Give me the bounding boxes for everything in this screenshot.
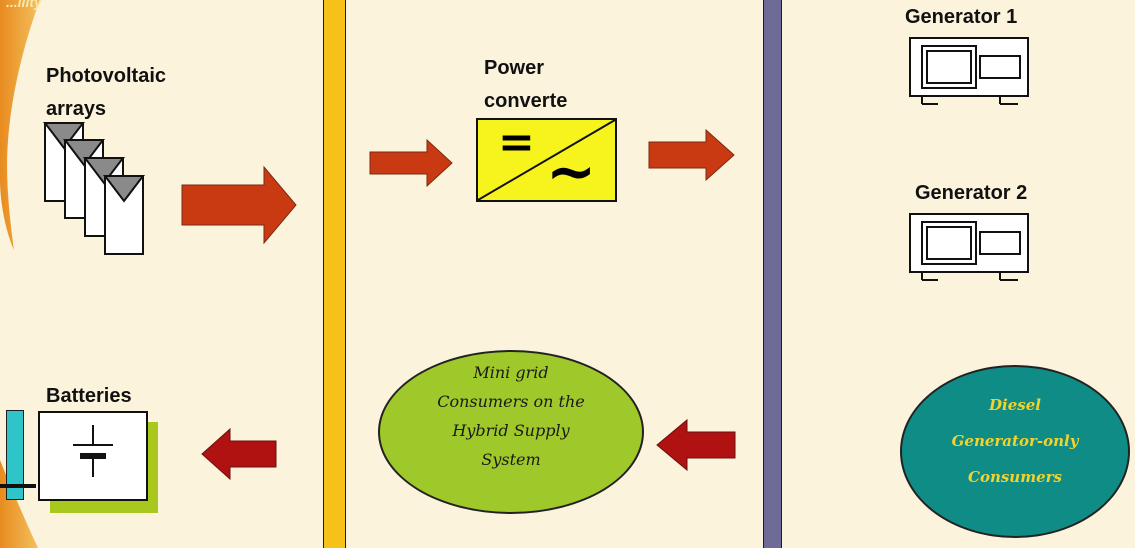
mini-grid-line2: Consumers on the (437, 392, 585, 411)
dc-ac-converter-icon: = ~ (476, 118, 617, 202)
arrow-pv-to-bus (181, 165, 297, 245)
corner-text: ...ility (6, 0, 42, 10)
battery-symbol (73, 425, 113, 477)
converter-label-line1: Power (484, 57, 545, 79)
dc-bus-bar (323, 0, 346, 548)
diesel-consumers-text: Diesel Generator-only Consumers (915, 392, 1115, 490)
diesel-line3: Consumers (968, 468, 1062, 486)
mini-grid-consumers-ellipse (378, 350, 644, 514)
solar-panel-stack-icon (42, 122, 146, 255)
arrow-bus-to-batteries (201, 427, 277, 481)
mini-grid-line1: Mini grid (473, 363, 549, 382)
arrow-converter-to-ac-bus (648, 128, 735, 182)
ac-symbol: ~ (546, 137, 597, 207)
dc-symbol: = (498, 117, 535, 168)
ac-bus-bar (763, 0, 782, 548)
converter-diagonal-line (478, 120, 615, 200)
battery-connector-line (0, 484, 36, 488)
diesel-consumers-ellipse (900, 365, 1130, 538)
battery-bus-stub (6, 410, 24, 500)
generator2-label: Generator 2 (915, 182, 1028, 204)
arrow-bus-to-converter (369, 138, 453, 188)
mini-grid-line3: Hybrid Supply (452, 421, 570, 440)
mini-grid-line4: System (481, 450, 541, 469)
battery-icon (38, 411, 148, 501)
converter-label-line2: converte (484, 90, 568, 112)
pv-label-line2: arrays (46, 98, 107, 120)
batteries-label: Batteries (46, 385, 132, 407)
pv-label-line1: Photovoltaic (46, 65, 167, 87)
background-swirl (0, 0, 40, 548)
generator1-label: Generator 1 (905, 6, 1018, 28)
generator-icon (909, 213, 1029, 281)
diesel-line2: Generator-only (951, 432, 1079, 450)
arrow-ac-bus-to-mini-grid (656, 418, 736, 472)
diesel-line1: Diesel (989, 396, 1041, 414)
generator-icon (909, 37, 1029, 105)
mini-grid-consumers-text: Mini grid Consumers on the Hybrid Supply… (398, 358, 624, 474)
